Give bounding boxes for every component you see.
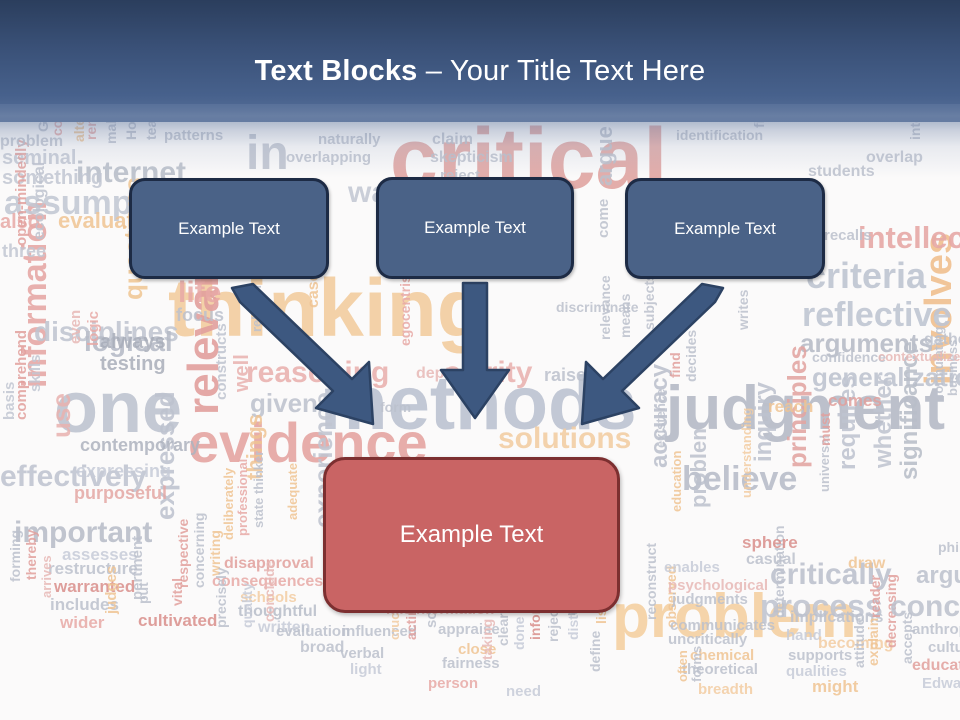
- cloud-word: uncritically: [668, 631, 748, 648]
- cloud-word: purposeful: [74, 483, 167, 503]
- cloud-word: consequences: [212, 573, 324, 590]
- cloud-word: also: [0, 211, 41, 233]
- cloud-word: verbal: [340, 645, 385, 662]
- text-block-right[interactable]: Example Text: [625, 178, 825, 279]
- cloud-word: need: [506, 683, 542, 700]
- cloud-word: thinking: [168, 263, 487, 354]
- cloud-word: hand: [786, 627, 822, 644]
- cloud-word: Edward: [922, 675, 960, 692]
- arrow-left-to-result: [230, 282, 375, 426]
- cloud-word: logical: [84, 326, 173, 357]
- cloud-word: person: [428, 675, 479, 692]
- cloud-word: problem: [612, 582, 857, 651]
- cloud-word: contemporary: [80, 435, 201, 455]
- cloud-word: process: [760, 588, 883, 624]
- cloud-word: assesses: [62, 545, 138, 564]
- cloud-word: schools: [240, 589, 297, 606]
- cloud-word: one: [54, 368, 183, 448]
- cloud-word: expressing: [76, 461, 172, 481]
- cloud-word: wider: [60, 613, 105, 632]
- cloud-word: judgment: [666, 374, 945, 443]
- cloud-word: close: [458, 641, 497, 658]
- cloud-word: breadth: [698, 681, 754, 698]
- cloud-word: given: [250, 388, 318, 418]
- cloud-word: broad: [300, 639, 345, 656]
- page-title-bold: Text Blocks: [254, 55, 418, 87]
- cloud-word: reflective: [802, 296, 952, 334]
- cloud-word: qualities: [786, 663, 847, 680]
- cloud-word: cultivated: [138, 611, 218, 630]
- cloud-word: disapproval: [224, 555, 314, 572]
- cloud-word: philosophy: [938, 539, 960, 555]
- cloud-word: argument: [916, 562, 960, 589]
- cloud-word: psychological: [668, 577, 769, 594]
- cloud-word: educator: [912, 657, 960, 674]
- cloud-word: recalls: [824, 227, 872, 244]
- cloud-word: testing: [100, 353, 166, 375]
- cloud-word: might: [812, 677, 859, 696]
- arrow-center-to-result: [439, 281, 511, 420]
- cloud-word: chemical: [690, 647, 755, 664]
- cloud-word: draw: [848, 555, 886, 572]
- cloud-word: influenced: [342, 623, 418, 640]
- cloud-word: light: [350, 661, 382, 678]
- cloud-word: arguments: [800, 328, 933, 358]
- cloud-word: criteria: [806, 255, 927, 296]
- cloud-word: form: [380, 399, 412, 415]
- text-block-left[interactable]: Example Text: [129, 178, 329, 279]
- cloud-word: supports: [788, 647, 853, 664]
- cloud-word: culture: [928, 639, 960, 656]
- cloud-word: restructure: [48, 559, 138, 578]
- cloud-word: three: [2, 241, 47, 261]
- cloud-word: concept: [890, 590, 960, 623]
- cloud-word: intellectual: [858, 220, 960, 255]
- cloud-word: theoretical: [682, 661, 758, 678]
- cloud-word: believe: [682, 460, 798, 498]
- cloud-word: disciplines: [34, 316, 179, 347]
- cloud-word: implications: [790, 609, 884, 626]
- cloud-word: communicates: [670, 617, 776, 634]
- cloud-word: sphere: [742, 533, 798, 552]
- cloud-word: comes: [828, 391, 882, 410]
- cloud-word: important: [14, 516, 153, 549]
- arrow-right-to-result: [580, 282, 725, 426]
- cloud-word: discriminate: [556, 299, 639, 315]
- page-title-separator: –: [417, 55, 450, 87]
- cloud-word: effectively: [0, 460, 147, 493]
- cloud-word: anthropology: [912, 621, 960, 638]
- cloud-word: judgments: [672, 591, 748, 608]
- cloud-word: thoughtful: [238, 603, 318, 620]
- cloud-word: contextualize: [878, 349, 960, 364]
- cloud-word: generalization: [812, 362, 960, 392]
- cloud-word: casual: [746, 551, 796, 568]
- cloud-word: includes: [50, 595, 119, 614]
- cloud-word: raises: [544, 365, 597, 385]
- page-title-light: Your Title Text Here: [449, 55, 706, 87]
- cloud-word: always: [100, 331, 166, 353]
- cloud-word: gather: [924, 331, 960, 348]
- text-block-center[interactable]: Example Text: [376, 177, 574, 279]
- cloud-word: focus: [176, 305, 225, 325]
- cloud-word: warranted: [54, 577, 136, 596]
- text-block-left-label: Example Text: [178, 218, 280, 238]
- cloud-word: confidence: [812, 349, 886, 365]
- cloud-word: solutions: [498, 422, 632, 455]
- text-block-right-label: Example Text: [674, 218, 776, 238]
- cloud-word: enables: [664, 559, 720, 576]
- cloud-word: life: [178, 276, 222, 309]
- cloud-word: evaluation: [276, 623, 351, 640]
- cloud-word: written: [258, 619, 311, 636]
- cloud-word: appraise: [438, 621, 500, 638]
- page-title: Text Blocks – Your Title Text Here: [0, 54, 960, 88]
- cloud-word: reach: [768, 397, 814, 416]
- text-block-result-label: Example Text: [399, 521, 544, 548]
- text-block-center-label: Example Text: [424, 218, 526, 237]
- cloud-word: critically: [770, 558, 892, 591]
- cloud-word: becoming: [818, 635, 894, 652]
- cloud-word: fairness: [442, 655, 500, 672]
- text-block-result[interactable]: Example Text: [323, 457, 620, 613]
- title-band: [0, 0, 960, 122]
